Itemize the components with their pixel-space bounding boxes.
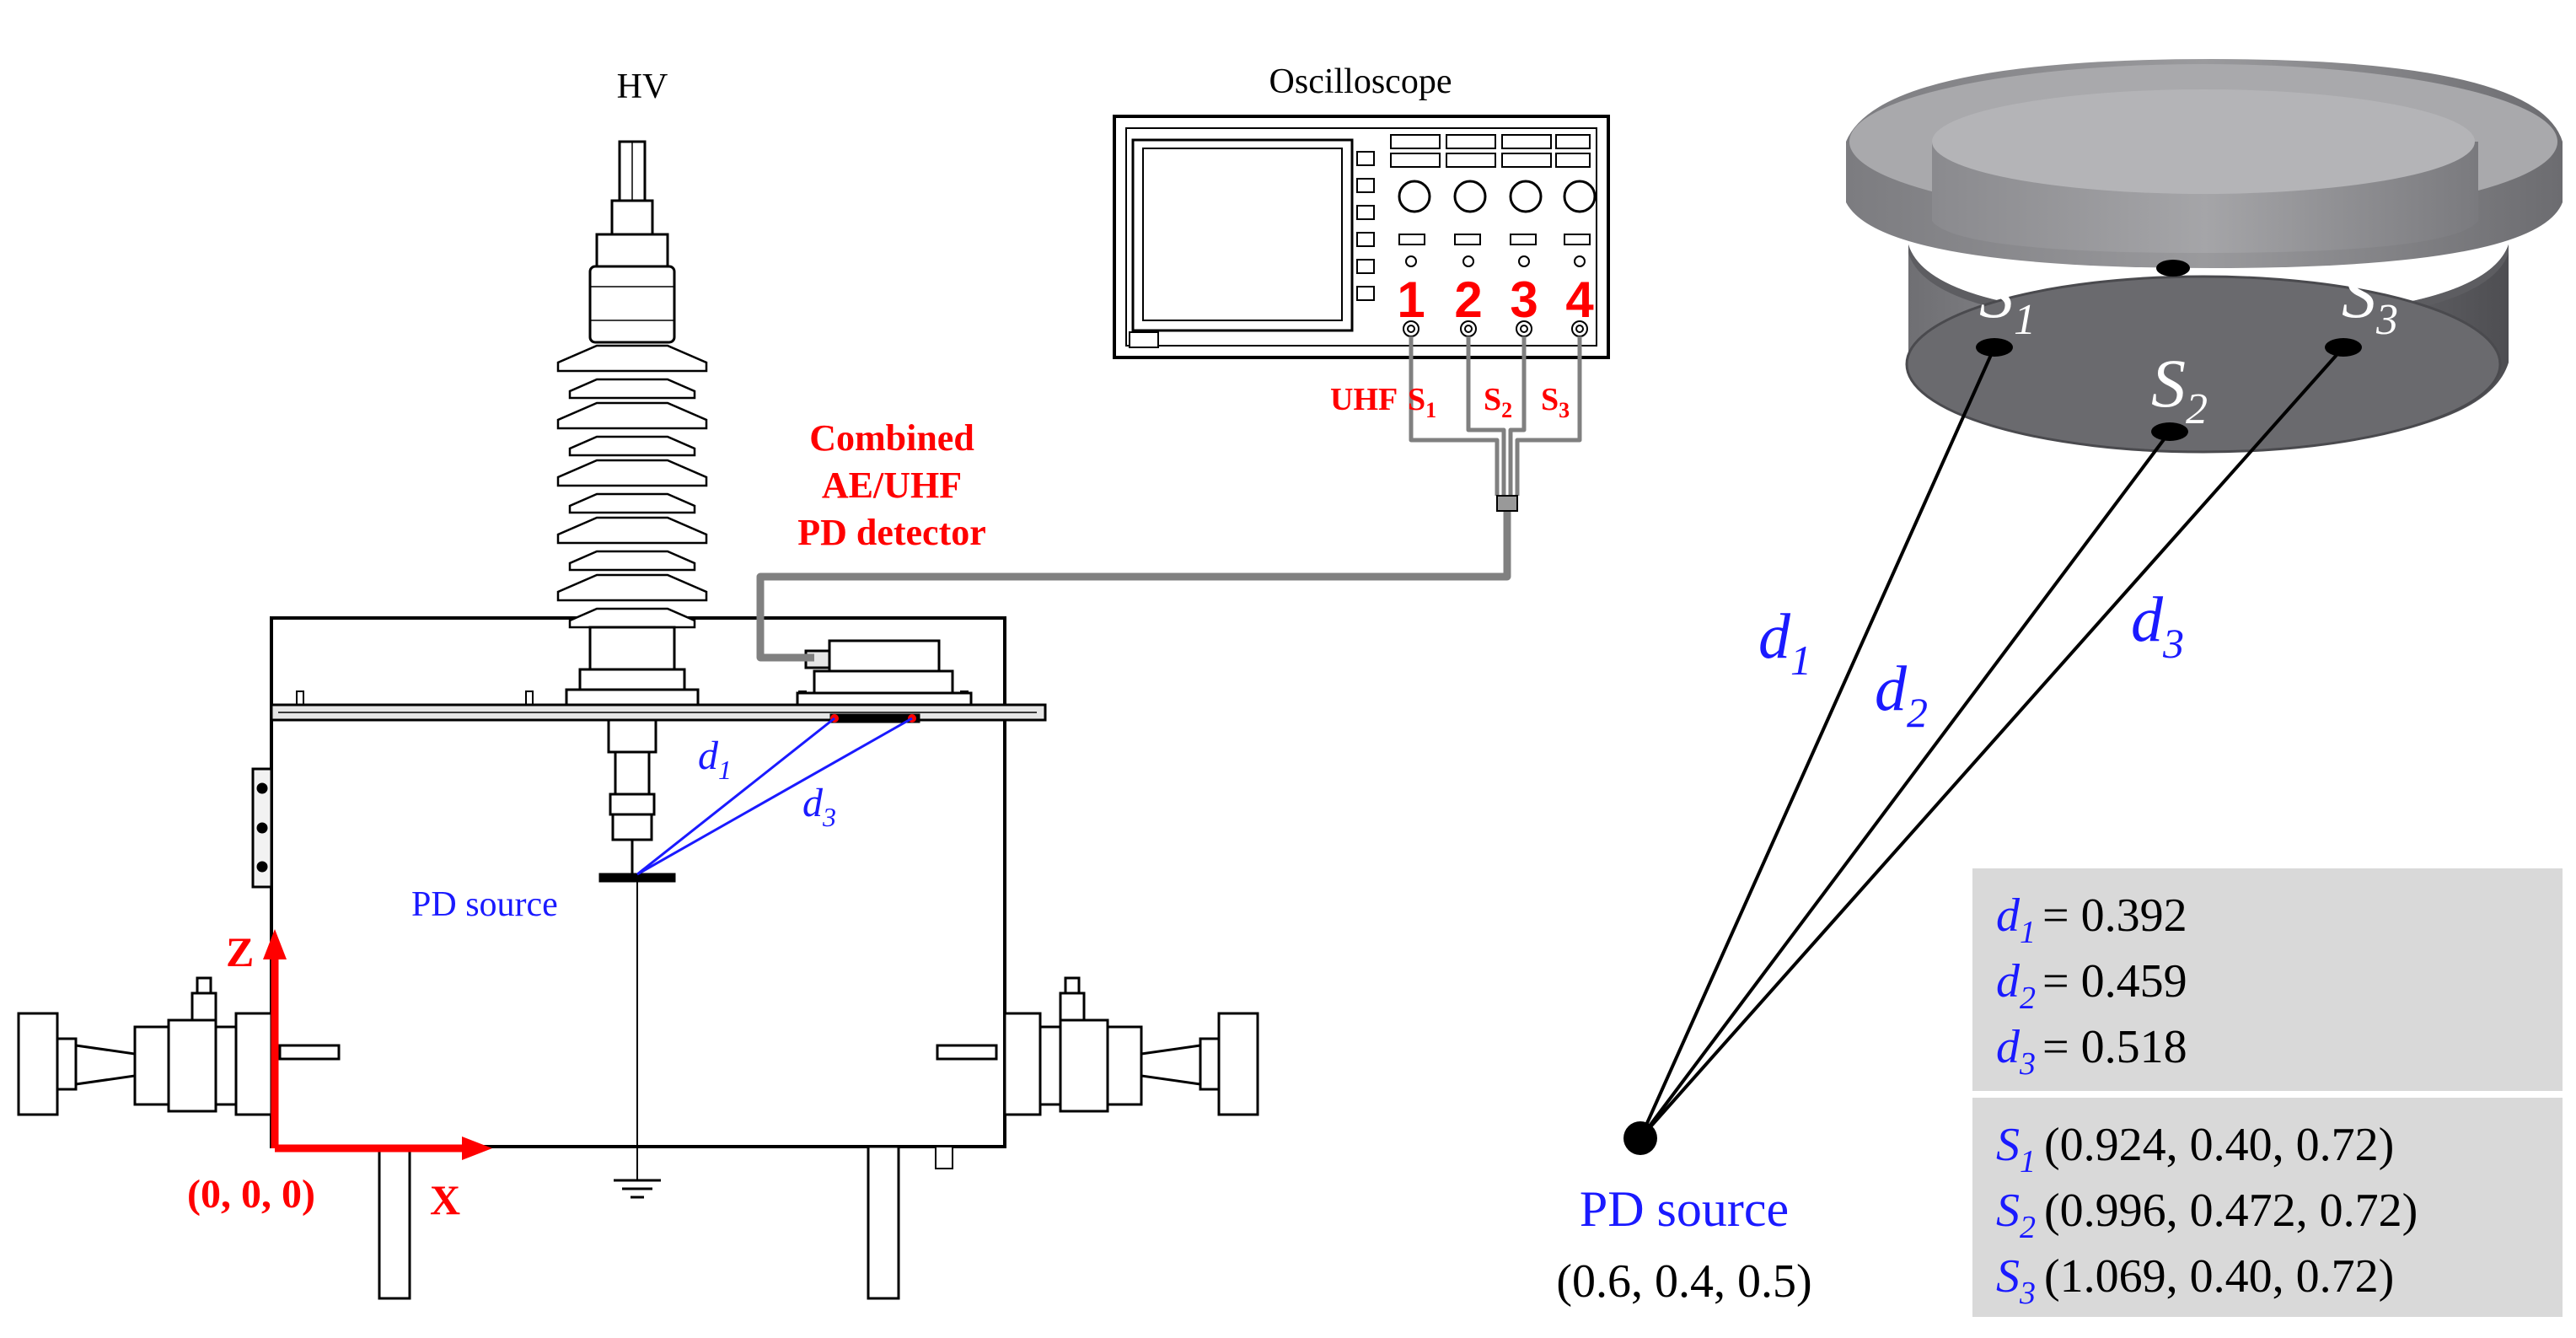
sensor-coords-box [1972, 1098, 2563, 1317]
channel-4-label: 4 [1565, 271, 1594, 328]
channel-2-label: 2 [1454, 271, 1482, 328]
hv-bushing [556, 140, 708, 874]
d3-value-row: d3= 0.518 [1996, 1021, 2187, 1082]
s3-coord-row: S3(1.069, 0.40, 0.72) [1996, 1250, 2394, 1311]
detector-label: Combined AE/UHF PD detector [797, 417, 986, 553]
s2-coord-row: S2(0.996, 0.472, 0.72) [1996, 1185, 2418, 1245]
sensor-mount-3d [1846, 59, 2563, 454]
mount-s1-label: S1 [1979, 255, 2036, 344]
mount-s2-label: S2 [2151, 345, 2208, 433]
pd-detector-hardware [796, 639, 973, 723]
axis-z-label: Z [226, 928, 254, 975]
distance-values-box [1972, 868, 2563, 1091]
d1-left-label: d1 [698, 733, 732, 785]
s1-coord-row: S1(0.924, 0.40, 0.72) [1996, 1119, 2394, 1179]
s1-input-label: S1 [1408, 382, 1436, 422]
detector-label-line-1: Combined [809, 417, 974, 459]
axis-x-label: X [430, 1176, 460, 1223]
channel-input-labels: UHF S1 S2 S3 [1330, 382, 1570, 422]
values-panel [1972, 868, 2563, 1317]
mount-s3-label: S3 [2342, 255, 2398, 344]
d3-left-label: d3 [802, 781, 836, 832]
mount-sensor-labels: S1 S2 S3 [1979, 255, 2398, 433]
pd-source-right-label: PD source [1580, 1181, 1789, 1237]
distance-values: d1= 0.392 d2= 0.459 d3= 0.518 [1996, 889, 2187, 1082]
oscilloscope-device [1113, 115, 1610, 359]
pd-source-left-label: PD source [411, 885, 558, 924]
coordinate-axes [263, 929, 492, 1160]
uhf-input-label: UHF [1330, 382, 1398, 417]
channel-3-label: 3 [1510, 271, 1538, 328]
d2-value-row: d2= 0.459 [1996, 955, 2187, 1016]
pd-source-coords: (0.6, 0.4, 0.5) [1556, 1255, 1811, 1308]
signal-cables [756, 336, 1582, 662]
detector-label-line-2: AE/UHF [822, 465, 962, 506]
d3-right-label: d3 [2131, 584, 2184, 667]
s2-input-label: S2 [1484, 382, 1512, 422]
side-flanges [17, 976, 1259, 1116]
s3-input-label: S3 [1541, 382, 1570, 422]
detector-label-line-3: PD detector [797, 512, 986, 553]
tank-drawing [251, 616, 1047, 1300]
d2-right-label: d2 [1875, 653, 1928, 736]
hv-label: HV [617, 67, 668, 106]
pd-source-point [1623, 1121, 1657, 1155]
cable-junction [1496, 495, 1518, 512]
d1-right-label: d1 [1758, 601, 1811, 684]
channel-1-label: 1 [1397, 271, 1425, 328]
oscilloscope-label: Oscilloscope [1269, 62, 1452, 101]
d1-value-row: d1= 0.392 [1996, 889, 2187, 950]
sensor-coordinates: S1(0.924, 0.40, 0.72) S2(0.996, 0.472, 0… [1996, 1119, 2418, 1311]
origin-label: (0, 0, 0) [187, 1172, 315, 1217]
channel-numbers: 1 2 3 4 [1397, 271, 1594, 328]
right-distance-labels: d1 d2 d3 [1758, 584, 2184, 736]
right-distance-lines [1639, 346, 2345, 1140]
left-distance-lines [636, 717, 913, 876]
